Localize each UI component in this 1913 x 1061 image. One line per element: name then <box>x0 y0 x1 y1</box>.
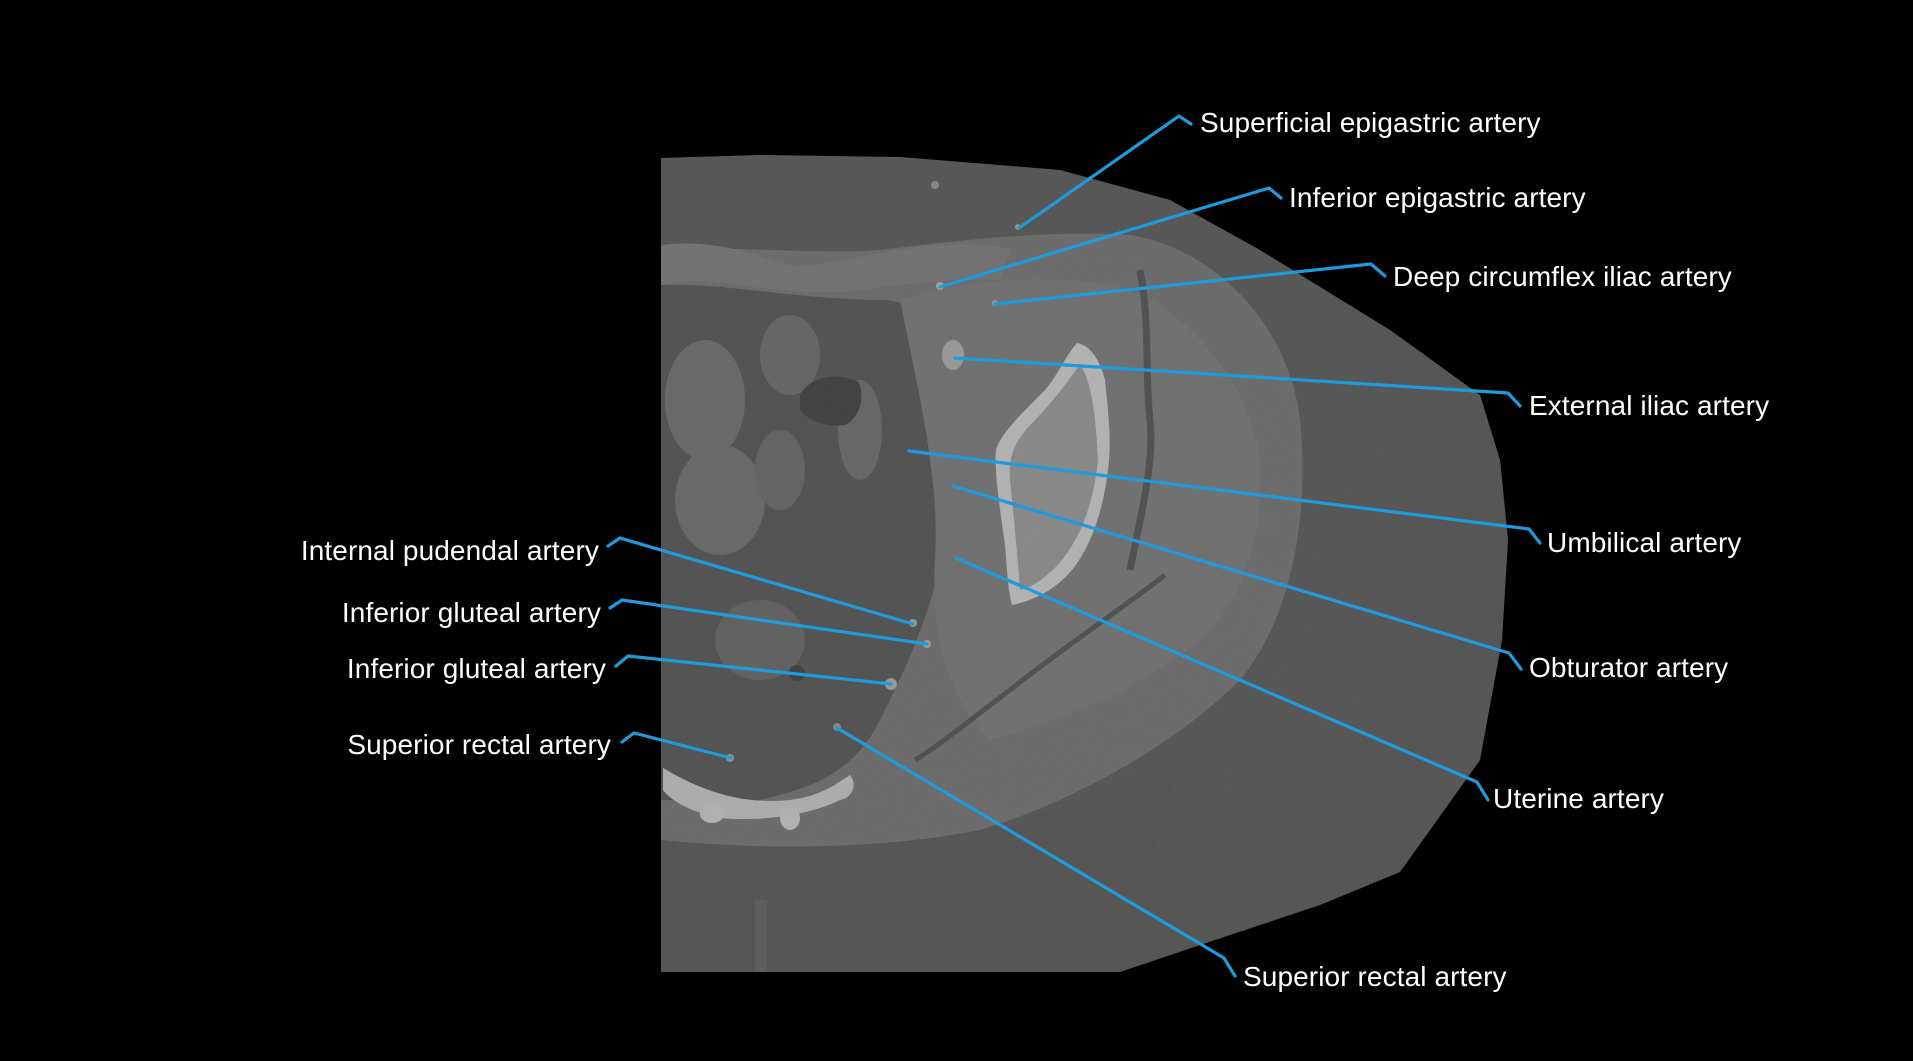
leader-superficial-epigastric <box>1017 114 1193 230</box>
leader-inferior-gluteal-1 <box>608 598 929 646</box>
label-external-iliac-artery: External iliac artery <box>1529 390 1770 421</box>
leader-inferior-gluteal-2 <box>614 654 893 686</box>
label-inferior-gluteal-artery-2: Inferior gluteal artery <box>346 653 606 684</box>
leader-internal-pudendal <box>606 536 915 626</box>
ct-image <box>661 155 1508 972</box>
leader-umbilical <box>907 449 1542 545</box>
leader-lines <box>606 114 1542 978</box>
label-inferior-gluteal-artery-1: Inferior gluteal artery <box>341 597 601 628</box>
label-internal-pudendal-artery: Internal pudendal artery <box>300 535 599 566</box>
label-obturator-artery: Obturator artery <box>1529 652 1729 683</box>
label-superficial-epigastric-artery: Superficial epigastric artery <box>1200 107 1541 138</box>
label-deep-circumflex-iliac-artery: Deep circumflex iliac artery <box>1393 261 1732 292</box>
leader-inferior-epigastric <box>938 186 1283 289</box>
label-superior-rectal-artery-left: Superior rectal artery <box>347 729 611 760</box>
leader-obturator <box>951 484 1523 671</box>
label-superior-rectal-artery-right: Superior rectal artery <box>1243 961 1507 992</box>
label-uterine-artery: Uterine artery <box>1493 783 1665 814</box>
label-inferior-epigastric-artery: Inferior epigastric artery <box>1289 182 1586 213</box>
leader-uterine <box>954 556 1490 802</box>
leader-superior-rectal-right <box>835 726 1237 978</box>
leader-external-iliac <box>953 356 1522 408</box>
leader-superior-rectal-left <box>620 731 733 760</box>
leader-deep-circumflex-iliac <box>993 262 1387 306</box>
label-umbilical-artery: Umbilical artery <box>1547 527 1742 558</box>
